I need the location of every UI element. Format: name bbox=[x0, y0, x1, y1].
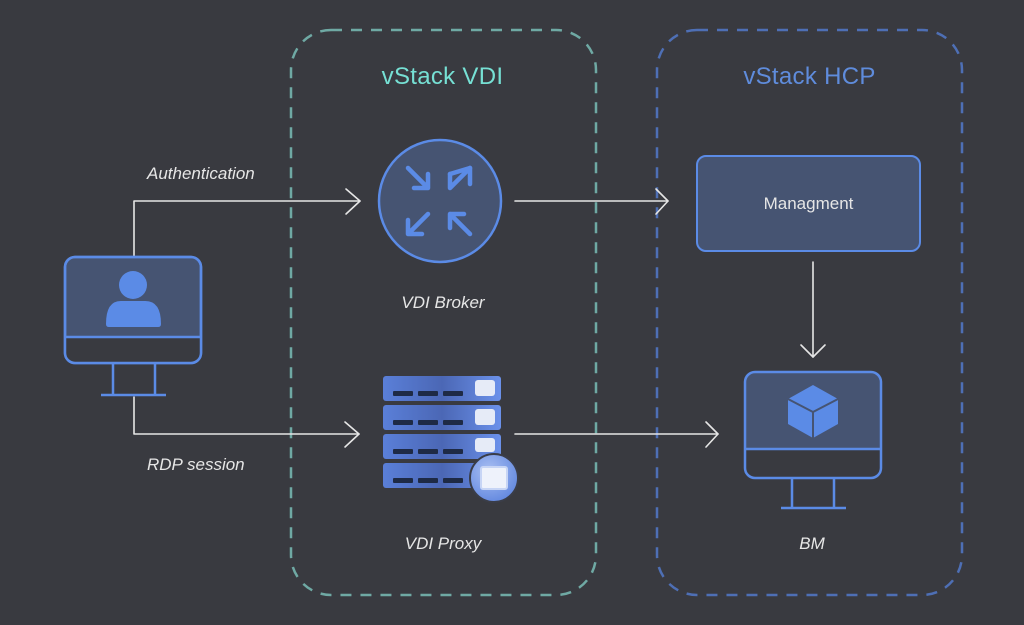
management-label: Managment bbox=[763, 193, 854, 213]
bm-node[interactable] bbox=[743, 370, 883, 510]
vstack-vdi-title: vStack VDI bbox=[381, 63, 504, 90]
authentication-arrowhead bbox=[345, 188, 361, 215]
authentication-connector bbox=[133, 200, 361, 258]
management-to-bm-arrowhead bbox=[800, 344, 826, 358]
vdi-proxy-node[interactable] bbox=[383, 376, 519, 503]
vstack-hcp-title: vStack HCP bbox=[743, 63, 876, 90]
screen-badge-icon bbox=[469, 453, 519, 503]
vdi-broker-label: VDI Broker bbox=[401, 293, 485, 312]
arrows-converge-icon bbox=[405, 165, 473, 237]
vdi-zone-border bbox=[289, 28, 598, 597]
rdp-arrowhead bbox=[344, 421, 360, 448]
hcp-zone-border bbox=[655, 28, 964, 597]
broker-to-management-arrowhead bbox=[655, 188, 669, 215]
vdi-proxy-label: VDI Proxy bbox=[404, 534, 482, 553]
client-monitor-icon[interactable] bbox=[63, 255, 203, 397]
cube-icon bbox=[787, 385, 839, 438]
authentication-label: Authentication bbox=[147, 164, 255, 183]
vdi-broker-node[interactable] bbox=[377, 138, 503, 264]
rdp-connector bbox=[133, 396, 360, 435]
server-stack-icon bbox=[383, 376, 519, 503]
user-icon bbox=[106, 271, 161, 327]
rdp-session-label: RDP session bbox=[147, 455, 245, 474]
bm-label: BM bbox=[799, 534, 825, 553]
proxy-to-bm-arrowhead bbox=[705, 421, 719, 448]
management-node[interactable]: Managment bbox=[696, 155, 921, 252]
